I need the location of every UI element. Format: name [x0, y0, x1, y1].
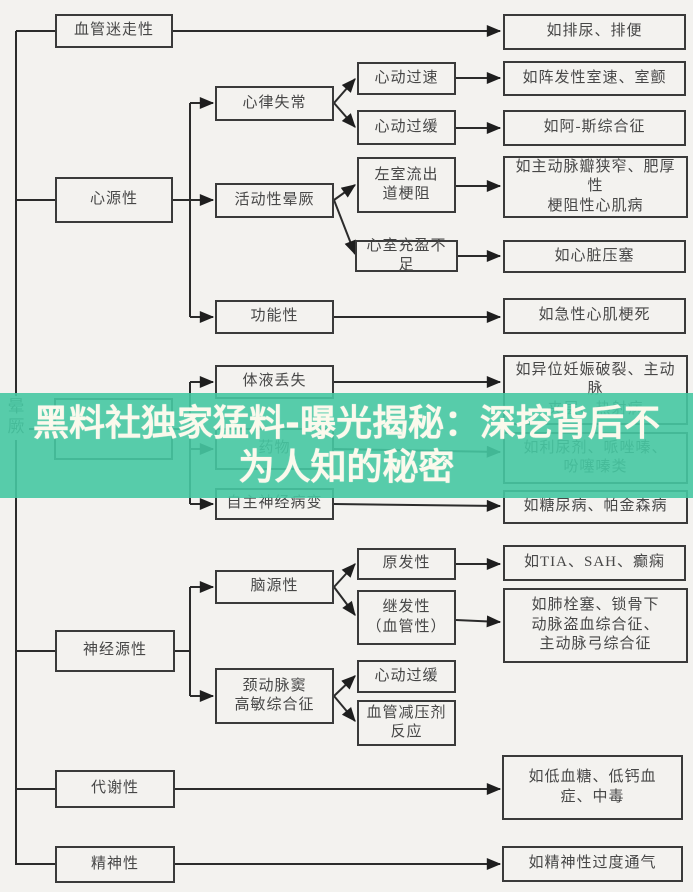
node-primary: 原发性: [357, 548, 456, 580]
outcome-filling: 如心脏压塞: [503, 240, 686, 273]
promo-banner[interactable]: 黑料社独家猛料-曝光揭秘：深挖背后不 为人知的秘密: [0, 393, 693, 498]
node-functional: 功能性: [215, 300, 334, 334]
outcome-functional: 如急性心肌梗死: [503, 298, 686, 334]
outcome-psychiatric: 如精神性过度通气: [502, 846, 683, 882]
promo-banner-line2: 为人知的秘密: [238, 446, 455, 488]
node-arrhythmia: 心律失常: [215, 86, 334, 121]
node-lvot-obstruction: 左室流出 道梗阻: [357, 157, 456, 213]
outcome-bradycardia: 如阿-斯综合征: [503, 110, 686, 146]
node-bradycardia: 心动过缓: [357, 110, 456, 145]
node-ventricular-filling: 心室充盈不足: [355, 238, 458, 273]
node-metabolic: 代谢性: [55, 770, 175, 808]
node-cardiac: 心源性: [55, 177, 173, 223]
node-psychiatric: 精神性: [55, 846, 175, 883]
outcome-metabolic: 如低血糖、低钙血 症、中毒: [502, 755, 683, 820]
node-vasovagal: 血管迷走性: [55, 14, 173, 48]
node-bradycardia-2: 心动过缓: [357, 660, 456, 693]
outcome-lvot: 如主动脉瓣狭窄、肥厚性 梗阻性心肌病: [503, 156, 688, 218]
outcome-primary: 如TIA、SAH、癫痫: [503, 545, 686, 581]
node-vasodepressor: 血管减压剂 反应: [357, 700, 456, 746]
outcome-secondary: 如肺栓塞、锁骨下 动脉盗血综合征、 主动脉弓综合征: [503, 588, 688, 663]
outcome-vasovagal: 如排尿、排便: [503, 14, 686, 50]
node-secondary-vascular: 继发性 （血管性）: [357, 590, 456, 645]
node-exertional: 活动性晕厥: [215, 183, 334, 218]
outcome-tachycardia: 如阵发性室速、室颤: [503, 61, 686, 96]
node-cerebral: 脑源性: [215, 570, 334, 604]
node-carotid-sinus: 颈动脉窦 高敏综合征: [215, 668, 334, 724]
node-neurogenic: 神经源性: [55, 630, 175, 672]
node-tachycardia: 心动过速: [357, 62, 456, 95]
promo-banner-line1: 黑料社独家猛料-曝光揭秘：深挖背后不: [33, 402, 660, 444]
